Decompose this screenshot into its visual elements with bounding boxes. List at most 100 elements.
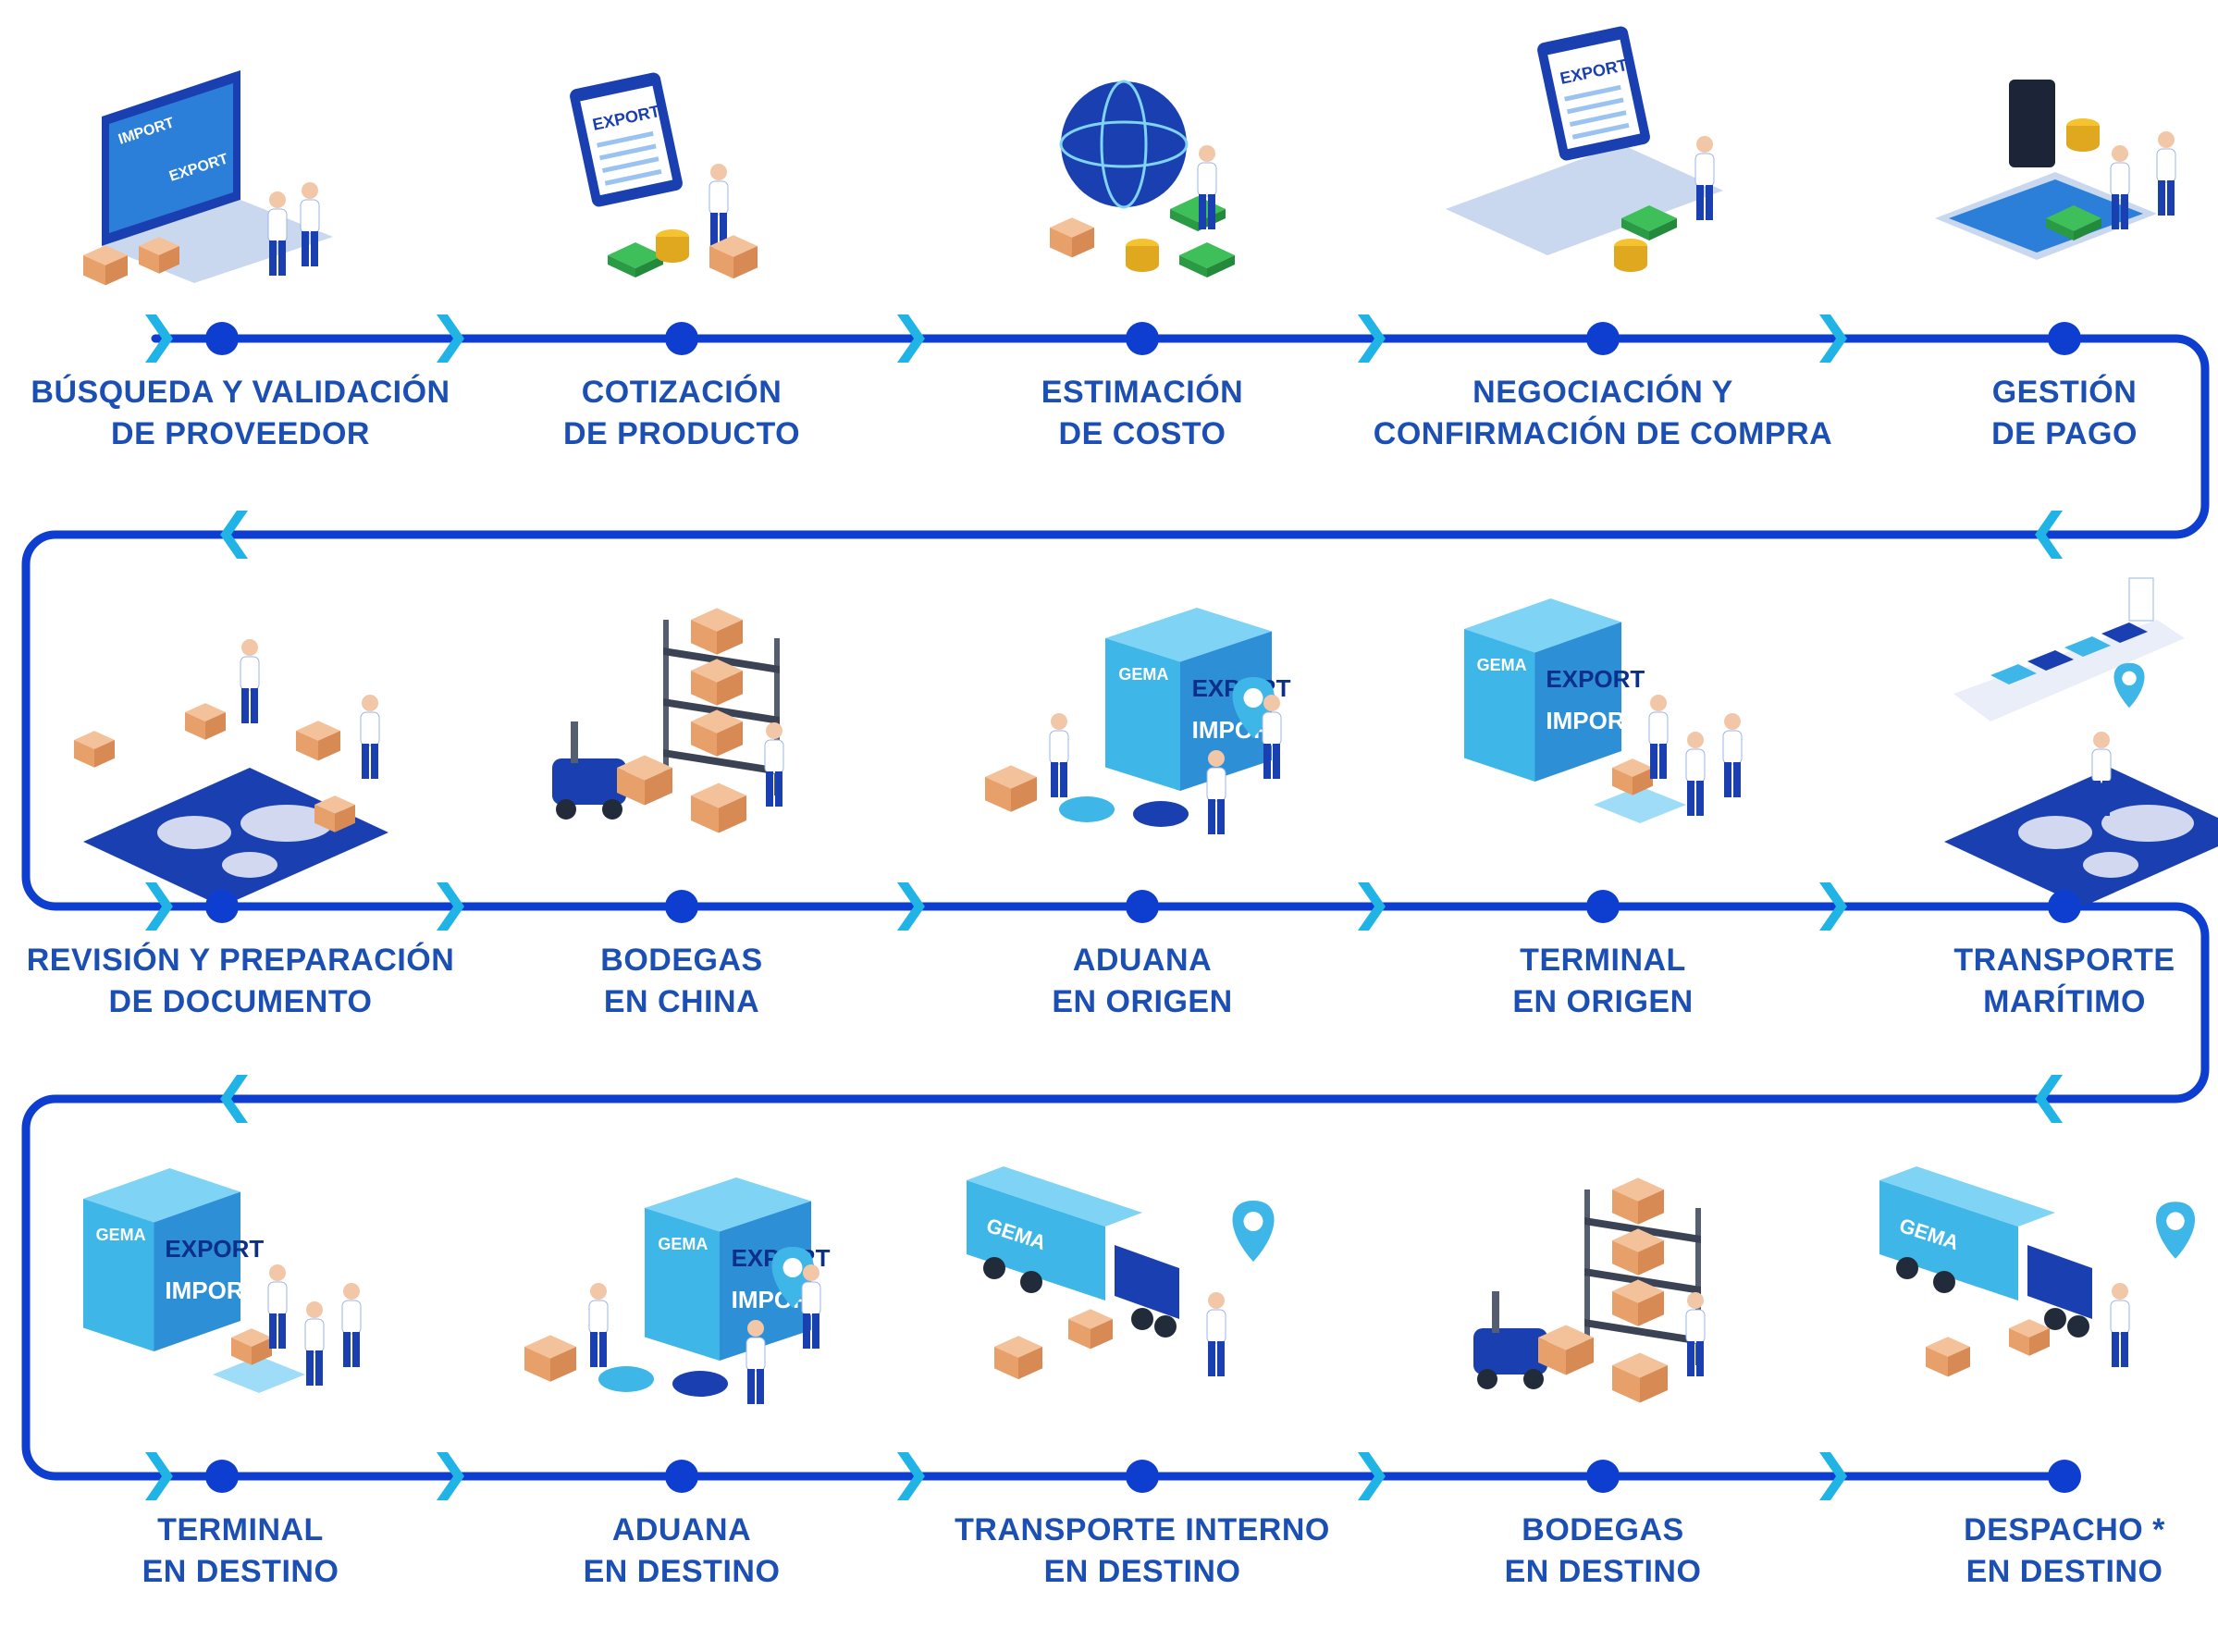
person-shirt [801,1281,821,1316]
box-front [1091,1319,1113,1350]
person-shirt [588,1300,609,1335]
truck-wheel [1131,1308,1153,1330]
location-marker-flat [672,1371,728,1397]
box-front [733,246,758,279]
person-shirt [1685,748,1706,783]
box-side [1538,1338,1566,1375]
person-shirt [1685,1309,1706,1344]
world-map-documents-icon [74,639,388,906]
step-label-line-2: DE PAGO [1991,416,2138,451]
chevron-right-icon-r3-5 [1819,1452,1847,1500]
money-stack-front [1649,218,1677,240]
scale-platform [1594,786,1686,823]
box-front [717,620,743,655]
box-front [1640,1365,1668,1403]
person-leg [278,240,286,276]
step-node-1-5 [2048,322,2081,355]
person-leg [2112,1332,2119,1367]
box-front [159,246,179,274]
person-head [1687,732,1704,748]
person-leg [269,240,277,276]
step-label-line-2: DE DOCUMENTO [108,984,373,1019]
person-head [1650,695,1667,711]
ship-hull [1953,620,2185,721]
person-shirt [1206,767,1226,802]
person-leg [251,688,258,723]
person-leg [1706,185,1713,220]
step-label-line-2: EN DESTINO [1504,1554,1702,1589]
step-label-line-2: EN DESTINO [583,1554,781,1589]
scale-platform [213,1356,305,1393]
shelf-board [1584,1268,1701,1294]
person-leg [1696,781,1704,816]
person-leg [812,1313,819,1349]
box-top [139,237,179,255]
person-head [1724,713,1741,730]
person-shirt [1722,730,1743,765]
person-leg [1208,1341,1215,1376]
coin-base [1126,257,1159,272]
location-marker-flat [598,1366,654,1392]
contract-document [1446,144,1723,255]
step-node-1-1 [205,322,239,355]
container-side [645,1208,720,1361]
forklift-wheel [1523,1369,1544,1389]
step-label-line-1: BODEGAS [1522,1512,1684,1547]
person-shirt [764,739,784,774]
step-label-line-2: CONFIRMACIÓN DE COMPRA [1373,416,1833,451]
cargo-ship-icon [1944,577,2218,906]
shelf-board [1584,1217,1701,1243]
clipboard-line [597,130,654,148]
step-node-3-3 [1126,1460,1159,1493]
container-brand-label: GEMA [1118,665,1168,684]
person-leg [710,213,718,248]
step-node-3-4 [1586,1460,1620,1493]
truck-cab [1115,1245,1179,1319]
forklift-wheel [1477,1369,1497,1389]
person-leg [766,771,773,807]
contract-signing-icon: EXPORT [1446,26,1723,272]
person-head [1696,136,1713,153]
box-side [994,1347,1018,1380]
box-side [691,620,717,655]
box-side [1612,1190,1638,1225]
person-head [1687,1292,1704,1309]
shelf-post [663,620,669,777]
money-stack-side [1621,218,1649,240]
person-leg [2102,781,2110,816]
chevron-right-icon-r1-1 [145,314,173,363]
container-brand-label: GEMA [1477,656,1527,674]
person-leg [302,231,309,266]
box-top [1612,1279,1664,1303]
person-head [2112,145,2128,162]
step-label-line-2: EN CHINA [603,984,760,1019]
container-top [645,1177,811,1232]
trailer-top [967,1166,1142,1227]
person-leg [1263,744,1271,779]
person-head [1051,713,1067,730]
person-leg [306,1350,314,1386]
truck-wheel [1933,1271,1955,1293]
person-leg [1199,194,1206,229]
forklift-body [1473,1328,1547,1375]
container-side [83,1199,154,1351]
step-node-2-1 [205,890,239,923]
warehouse-forklift-icon [1473,1177,1706,1403]
truck-wheel [2044,1308,2066,1330]
person-head [269,1264,286,1281]
box-side [709,246,733,279]
location-pin-dot [2122,671,2137,685]
person-shirt [1694,153,1715,188]
chevron-right-icon-r3-4 [1358,1452,1386,1500]
person-leg [1733,762,1741,797]
location-pin-icon [2156,1202,2195,1259]
step-node-1-2 [665,322,698,355]
box-top [2009,1319,2050,1338]
step-label-line-1: DESPACHO * [1964,1512,2165,1547]
step-label-3-5: DESPACHO *EN DESTINO [1824,1510,2218,1593]
location-marker-flat [1059,796,1115,822]
box-top [296,721,340,741]
